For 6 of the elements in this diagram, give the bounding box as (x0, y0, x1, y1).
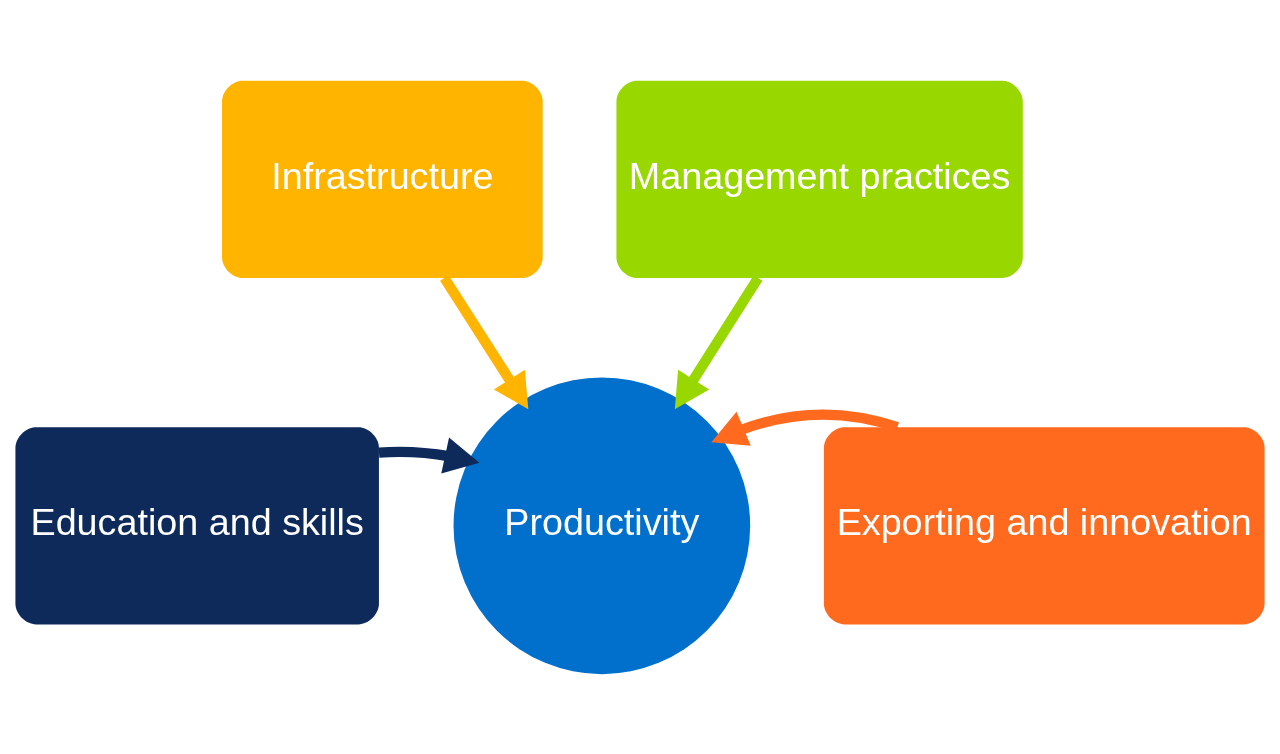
node-box: Infrastructure (222, 80, 543, 278)
node-box: Management practices (616, 80, 1023, 278)
arrow (378, 436, 480, 473)
node-box: Exporting and innovation (823, 426, 1265, 624)
arrow (711, 409, 899, 446)
node-box: Education and skills (15, 426, 379, 624)
